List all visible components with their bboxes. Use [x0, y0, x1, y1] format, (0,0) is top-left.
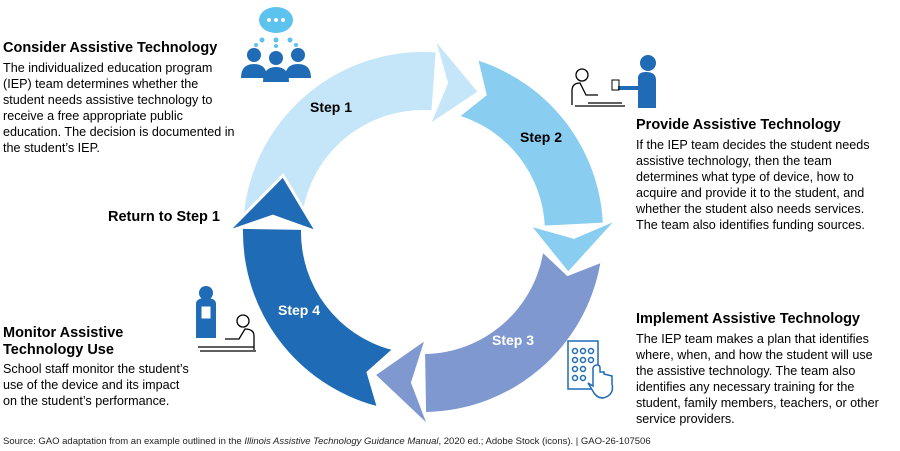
step-3-label: Step 3 [492, 332, 535, 348]
consider-block: Consider Assistive Technology The indivi… [3, 40, 238, 156]
provide-title: Provide Assistive Technology [636, 117, 841, 133]
monitor-block: Monitor Assistive Technology Use School … [3, 325, 193, 409]
source-note: Source: GAO adaptation from an example o… [3, 436, 651, 447]
consider-title: Consider Assistive Technology [3, 40, 218, 56]
return-to-step-1-label: Return to Step 1 [108, 209, 220, 225]
step-3-arrow-head [371, 334, 432, 429]
source-prefix: Source: GAO adaptation from an example o… [3, 436, 245, 447]
monitor-body: School staff monitor the student’s use o… [3, 362, 189, 408]
handing-device-icon [571, 55, 656, 108]
implement-block: Implement Assistive Technology The IEP t… [636, 311, 886, 427]
implement-title: Implement Assistive Technology [636, 311, 860, 327]
implement-body: The IEP team makes a plan that identifie… [636, 332, 879, 426]
step-4-arrow-body [242, 228, 392, 406]
group-thought-bubble-icon [241, 7, 311, 82]
step-2-label: Step 2 [520, 129, 563, 145]
keypad-touch-icon [567, 340, 614, 399]
step-3-arrow-body [425, 253, 601, 412]
source-suffix: , 2020 ed.; Adobe Stock (icons). | GAO-2… [438, 436, 651, 447]
step-1-arrow-body [243, 51, 436, 222]
step-4-label: Step 4 [278, 302, 321, 318]
step-1-arrow-head [425, 35, 482, 131]
source-title: Illinois Assistive Technology Guidance M… [244, 436, 439, 447]
consider-body: The individualized education program (IE… [3, 61, 235, 155]
step-2-arrow-body [460, 60, 603, 226]
provide-body: If the IEP team decides the student need… [636, 138, 870, 232]
step-2-arrow-head [524, 216, 620, 276]
provide-block: Provide Assistive Technology If the IEP … [636, 117, 886, 233]
monitor-title: Monitor Assistive Technology Use [3, 325, 124, 358]
step-4-arrow-head [225, 172, 321, 235]
step-1-label: Step 1 [310, 99, 353, 115]
teacher-observing-student-icon [196, 286, 256, 352]
